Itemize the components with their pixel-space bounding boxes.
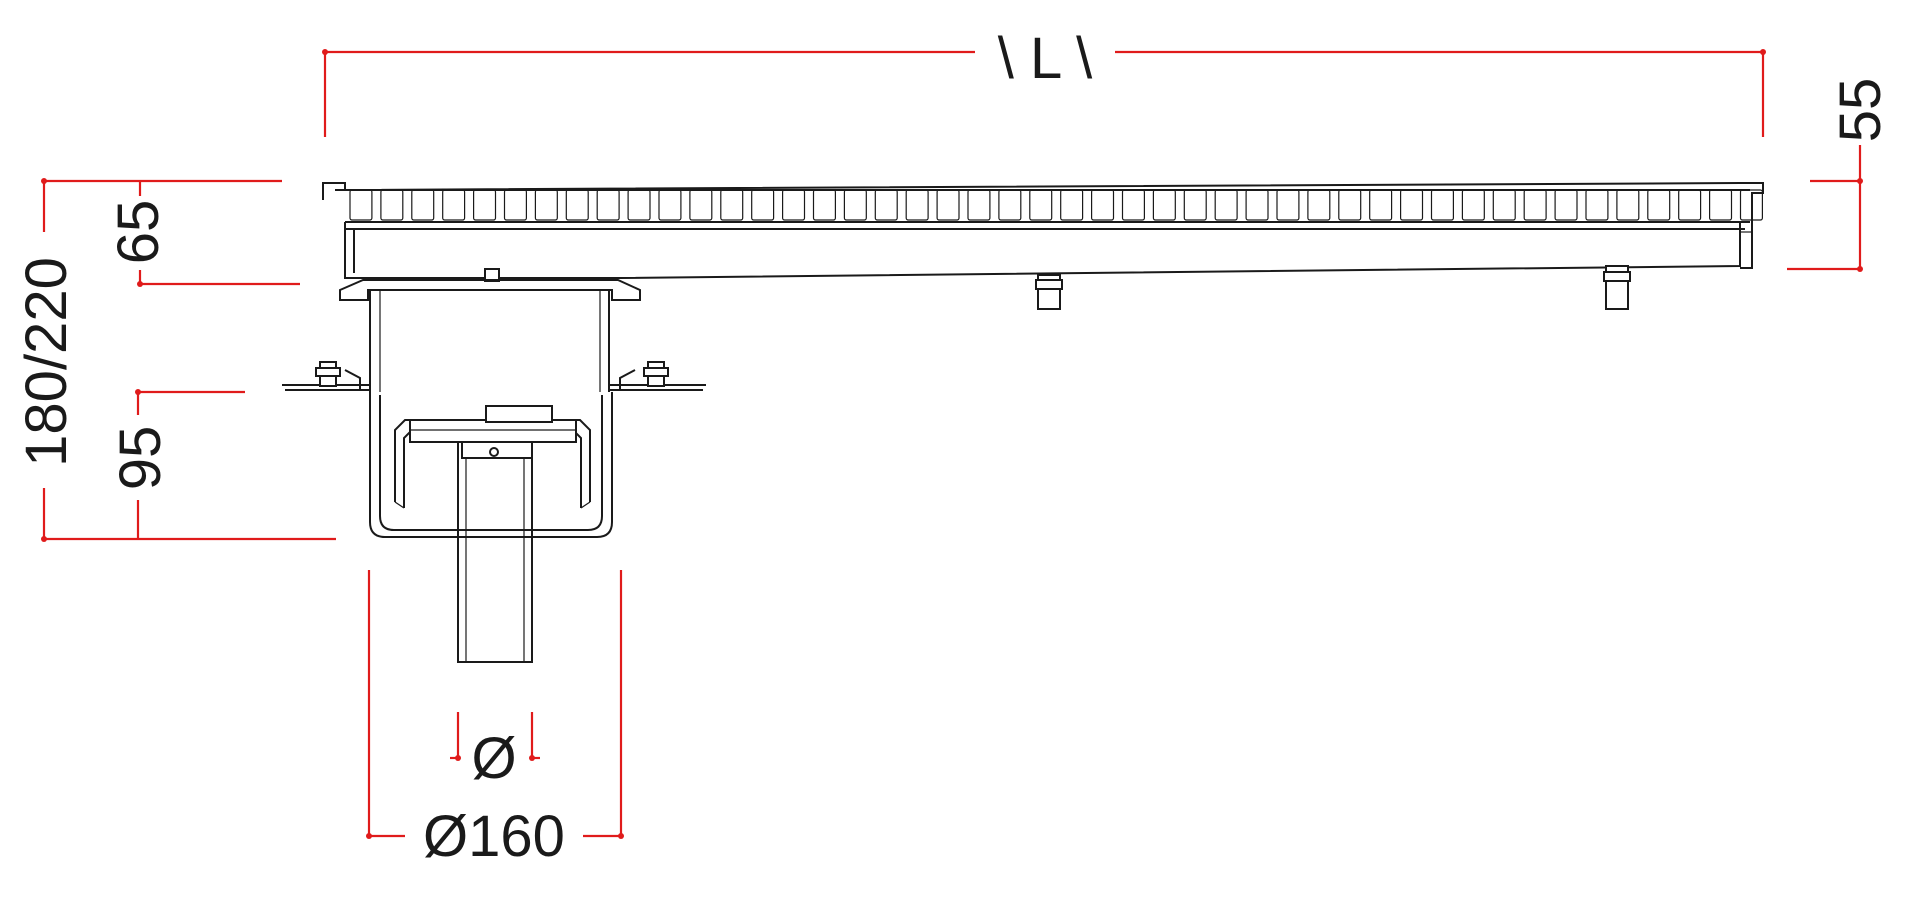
grate-slot bbox=[1678, 189, 1702, 221]
grate-slot bbox=[751, 189, 775, 221]
grate-slot bbox=[720, 189, 744, 221]
channel-depth-label: 65 bbox=[106, 200, 171, 265]
grate-slot bbox=[1214, 189, 1238, 221]
grate-slot bbox=[1616, 189, 1640, 221]
grate-slot bbox=[812, 189, 836, 221]
grate-slot bbox=[349, 189, 373, 221]
grate-slot bbox=[1461, 189, 1485, 221]
grate-slot bbox=[1276, 189, 1300, 221]
grate-slot bbox=[658, 189, 682, 221]
grate-slot bbox=[1708, 189, 1733, 221]
outlet-height-dimension bbox=[135, 389, 245, 539]
drain-channel bbox=[282, 182, 1764, 663]
grate-slot bbox=[1029, 189, 1053, 221]
outlet-height-label: 95 bbox=[108, 426, 173, 491]
grate-slot bbox=[874, 189, 898, 221]
total-height-label: 180/220 bbox=[14, 257, 79, 467]
grate-slot bbox=[380, 189, 404, 221]
support-clip bbox=[1603, 265, 1631, 310]
grate-slots bbox=[349, 189, 1763, 221]
grate-slot bbox=[1307, 189, 1331, 221]
grate-slot bbox=[1585, 189, 1609, 221]
grate-slot bbox=[627, 189, 651, 221]
grate-slot bbox=[442, 189, 466, 221]
grate-slot bbox=[1338, 189, 1362, 221]
grate-slot bbox=[689, 189, 713, 221]
grate-slot bbox=[565, 189, 589, 221]
outlet-diameter-dimension bbox=[450, 712, 540, 761]
total-height-dimension bbox=[41, 178, 336, 542]
grate-slot bbox=[473, 189, 497, 221]
support-clip bbox=[1035, 274, 1063, 310]
grate-height-label: 55 bbox=[1828, 78, 1893, 143]
grate-slot bbox=[905, 189, 929, 221]
grate-slot bbox=[1399, 189, 1424, 221]
grate-slot bbox=[1060, 189, 1084, 221]
body-diameter-label: Ø160 bbox=[423, 804, 565, 869]
grate-slot bbox=[1647, 189, 1671, 221]
grate-slot bbox=[998, 189, 1022, 221]
length-label: \ L \ bbox=[998, 26, 1093, 91]
grate-slot bbox=[1554, 189, 1578, 221]
outlet-diameter-label: Ø bbox=[471, 726, 516, 791]
grate-slot bbox=[534, 189, 558, 221]
grate-slot bbox=[1121, 189, 1145, 221]
grate-slot bbox=[1152, 189, 1176, 221]
grate-slot bbox=[1245, 189, 1269, 221]
grate-slot bbox=[1090, 189, 1115, 221]
grate-slot bbox=[503, 189, 527, 221]
grate-slot bbox=[781, 189, 806, 221]
grate-slot bbox=[411, 189, 435, 221]
length-dimension bbox=[322, 49, 1766, 137]
grate-height-dimension bbox=[1787, 145, 1863, 272]
grate-slot bbox=[1430, 189, 1454, 221]
grate-slot bbox=[967, 189, 991, 221]
grate-slot bbox=[1492, 189, 1516, 221]
grate-slot bbox=[843, 189, 867, 221]
grate-slot bbox=[596, 189, 620, 221]
grate-slot bbox=[936, 189, 960, 221]
grate-slot bbox=[1369, 189, 1393, 221]
channel-depth-dimension bbox=[137, 181, 300, 287]
body-diameter-dimension bbox=[366, 570, 624, 839]
grate-slot bbox=[1183, 189, 1207, 221]
grate-slot bbox=[1523, 189, 1547, 221]
